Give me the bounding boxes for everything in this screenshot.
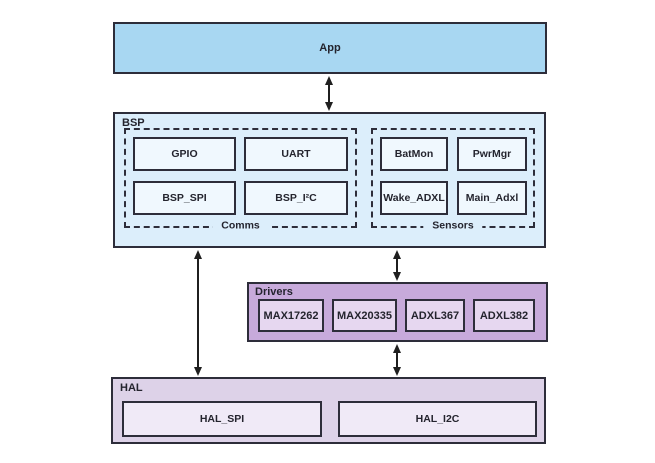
driver-item-max20335: MAX20335 bbox=[332, 299, 397, 332]
driver-item-max17262: MAX17262 bbox=[258, 299, 324, 332]
bsp-comms-item-uart: UART bbox=[244, 137, 348, 171]
arrow-stem bbox=[396, 257, 398, 274]
bsp-comms-group-label: Comms bbox=[212, 219, 269, 233]
drivers-layer-box: Drivers MAX17262 MAX20335 ADXL367 ADXL38… bbox=[247, 282, 548, 342]
bsp-sensors-item-wake-adxl: Wake_ADXL bbox=[380, 181, 448, 215]
hal-layer-box: HAL HAL_SPI HAL_I2C bbox=[111, 377, 546, 444]
hal-item-hal-spi: HAL_SPI bbox=[122, 401, 322, 437]
drivers-layer-label: Drivers bbox=[255, 286, 293, 298]
bsp-sensors-group-label: Sensors bbox=[423, 219, 483, 233]
bsp-sensors-item-batmon: BatMon bbox=[380, 137, 448, 171]
hal-layer-label: HAL bbox=[120, 382, 143, 394]
arrow-bsp-drivers bbox=[391, 250, 403, 281]
arrow-app-bsp bbox=[323, 76, 335, 111]
bsp-sensors-group: BatMon PwrMgr Wake_ADXL Main_Adxl Sensor… bbox=[371, 128, 535, 233]
bsp-comms-group: GPIO UART BSP_SPI BSP_I²C Comms bbox=[124, 128, 357, 233]
bsp-comms-item-bsp-spi: BSP_SPI bbox=[133, 181, 236, 215]
bsp-sensors-item-main-adxl: Main_Adxl bbox=[457, 181, 527, 215]
app-layer-box: App bbox=[113, 22, 547, 74]
arrow-bsp-hal bbox=[192, 250, 204, 376]
arrow-stem bbox=[328, 83, 330, 104]
arrow-drivers-hal bbox=[391, 344, 403, 376]
driver-item-adxl382: ADXL382 bbox=[473, 299, 535, 332]
bsp-comms-item-gpio: GPIO bbox=[133, 137, 236, 171]
bsp-layer-box: BSP GPIO UART BSP_SPI BSP_I²C Comms BatM… bbox=[113, 112, 546, 248]
arrow-stem bbox=[396, 351, 398, 369]
bsp-layer-label: BSP bbox=[122, 117, 145, 129]
bsp-sensors-item-pwrmgr: PwrMgr bbox=[457, 137, 527, 171]
hal-item-hal-i2c: HAL_I2C bbox=[338, 401, 537, 437]
app-layer-label: App bbox=[319, 42, 341, 54]
bsp-comms-item-bsp-i2c: BSP_I²C bbox=[244, 181, 348, 215]
driver-item-adxl367: ADXL367 bbox=[405, 299, 465, 332]
arrow-stem bbox=[197, 257, 199, 369]
